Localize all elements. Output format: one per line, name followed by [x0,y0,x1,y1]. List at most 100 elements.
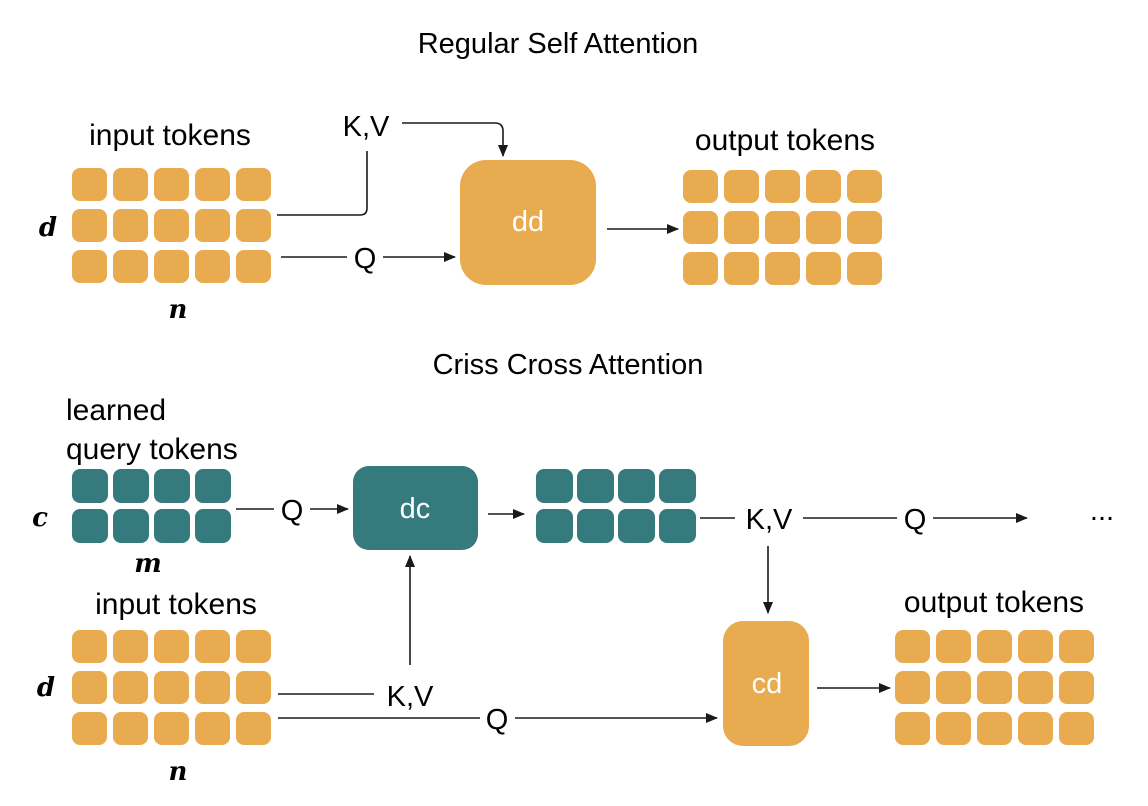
regular-op-dd [460,160,596,285]
criss-query-grid [72,469,231,543]
query-token [113,469,149,503]
token [72,250,107,283]
token [724,211,759,244]
token [113,209,148,242]
token [724,170,759,203]
token [936,630,971,663]
criss-query-label-2: query tokens [66,433,238,466]
token [977,712,1012,745]
token [72,168,107,201]
query-token [618,469,655,503]
token [806,170,841,203]
token [113,712,148,745]
regular-output-label: output tokens [695,124,875,157]
token [154,630,189,663]
query-token [577,469,614,503]
criss-kv1-label: K,V [746,504,793,536]
token [1018,671,1053,704]
token [195,712,230,745]
criss-ellipsis: ... [1090,495,1114,527]
regular-output-grid [683,170,882,285]
token [683,170,718,203]
token [1059,671,1094,704]
query-token [72,509,108,543]
query-token [659,469,696,503]
token [236,671,271,704]
query-token [72,469,108,503]
criss-q3-label: Q [486,704,509,736]
token [806,211,841,244]
token [113,168,148,201]
token [236,630,271,663]
token [195,630,230,663]
query-token [536,469,573,503]
criss-mid-grid [536,469,696,543]
criss-output-grid [895,630,1094,745]
criss-dim-d: d [37,673,55,703]
criss-dim-n: n [169,757,188,787]
regular-title: Regular Self Attention [418,28,699,60]
token [724,252,759,285]
query-token [195,509,231,543]
query-token [536,509,573,543]
token [895,712,930,745]
token [154,250,189,283]
criss-query-label-1: learned [66,394,166,427]
token [683,211,718,244]
token [1059,630,1094,663]
token [113,250,148,283]
regular-input-grid [72,168,271,283]
token [72,209,107,242]
query-token [195,469,231,503]
token [236,250,271,283]
regular-q-label: Q [354,243,377,275]
criss-op-dc-label: dc [400,493,431,525]
token [195,671,230,704]
criss-q1-label: Q [281,495,304,527]
criss-op-cd [723,621,809,746]
criss-dim-m: m [134,549,162,579]
token [936,671,971,704]
token [847,211,882,244]
token [895,671,930,704]
criss-op-dc [353,466,478,550]
token [236,209,271,242]
token [1018,630,1053,663]
token [977,671,1012,704]
criss-dim-c: c [32,503,48,533]
token [236,712,271,745]
query-token [577,509,614,543]
regular-dim-n: n [169,295,188,325]
token [936,712,971,745]
token [847,170,882,203]
criss-title: Criss Cross Attention [433,349,704,381]
criss-q2-label: Q [904,504,927,536]
token [154,209,189,242]
regular-kv-edge-in [277,151,368,216]
token [113,671,148,704]
token [72,630,107,663]
token [72,671,107,704]
token [113,630,148,663]
token [765,211,800,244]
query-token [113,509,149,543]
criss-output-label: output tokens [904,586,1084,619]
token [236,168,271,201]
query-token [154,469,190,503]
token [195,168,230,201]
token [154,671,189,704]
token [683,252,718,285]
token [195,250,230,283]
token [765,170,800,203]
regular-dim-d: d [39,213,57,243]
query-token [154,509,190,543]
token [765,252,800,285]
query-token [618,509,655,543]
token [154,712,189,745]
criss-kv2-label: K,V [387,681,434,713]
token [72,712,107,745]
token [847,252,882,285]
token [195,209,230,242]
regular-input-label: input tokens [89,119,251,152]
